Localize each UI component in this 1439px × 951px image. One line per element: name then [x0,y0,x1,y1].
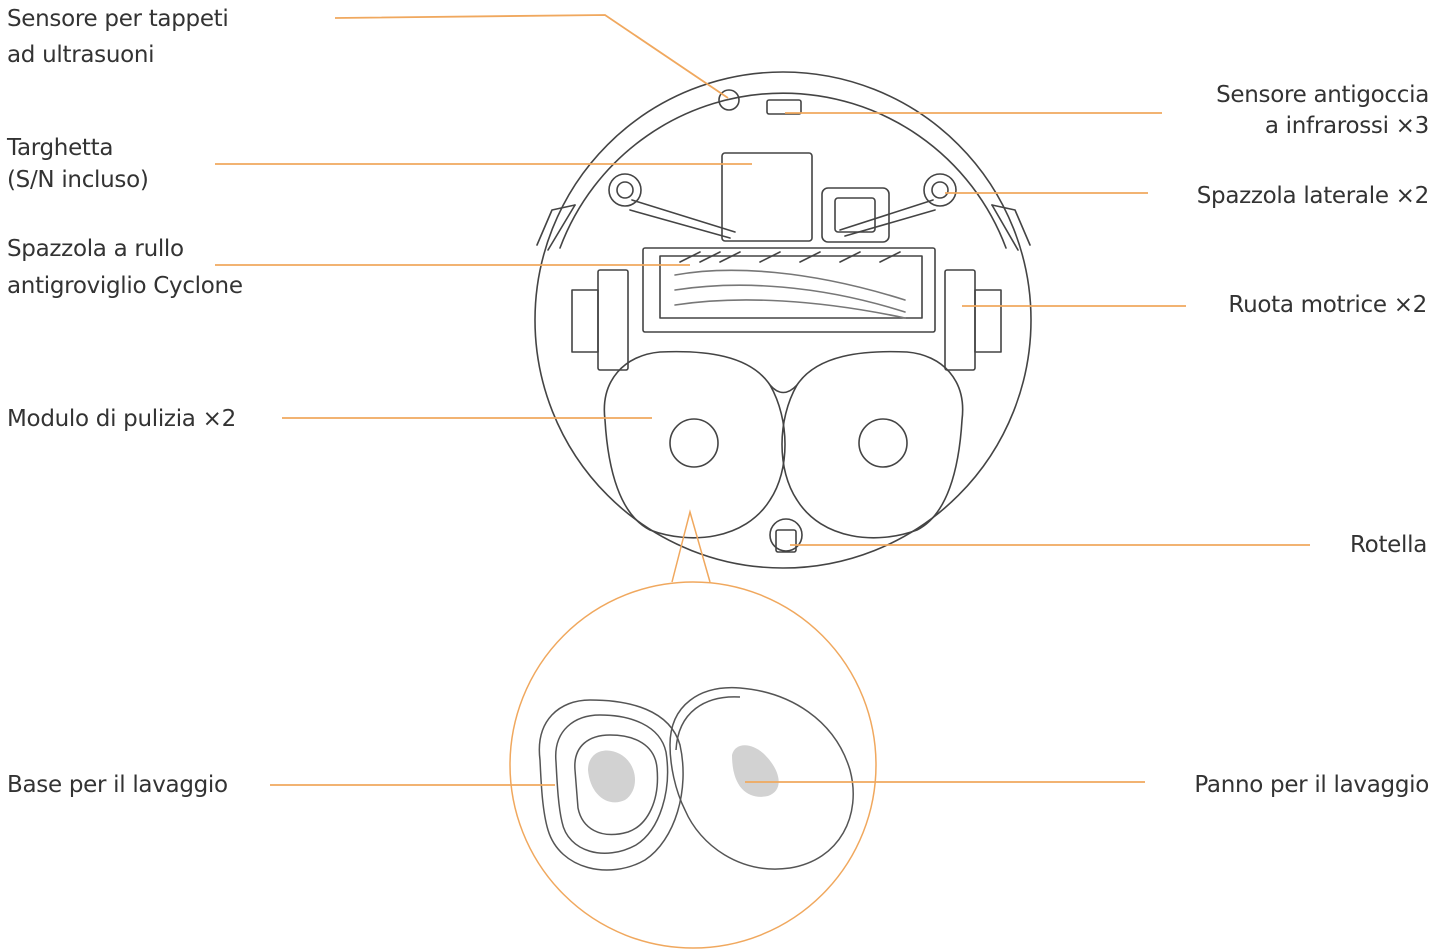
nameplate [721,152,813,242]
drive-wheel-left [597,269,629,371]
washing-cloth [669,687,854,870]
drive-wheel-right [944,269,976,371]
label-cliff-sensor: Sensore antigoccia a infrarossi ×3 [1216,82,1429,139]
cloth-pad [732,745,779,797]
leader-carpet-sensor [334,14,729,99]
washing-base [538,699,684,871]
label-washing-base: Base per il lavaggio [7,772,228,798]
carpet-sensor [718,89,740,111]
side-brush-left [608,173,642,207]
label-washing-cloth: Panno per il lavaggio [1194,772,1429,798]
center-module [821,187,890,243]
label-carpet-sensor: Sensore per tappeti ad ultrasuoni [7,6,229,68]
base-pad [588,750,636,803]
label-drive-wheel: Ruota motrice ×2 [1228,292,1427,318]
label-caster: Rotella [1350,532,1427,558]
caster-wheel [769,518,803,552]
label-nameplate: Targhetta (S/N incluso) [7,135,149,193]
cleaning-module-left [603,350,786,539]
label-side-brush: Spazzola laterale ×2 [1196,183,1430,209]
label-roller-brush: Spazzola a rullo antigroviglio Cyclone [7,236,243,299]
zoom-circle [509,581,877,949]
cleaning-module-right [781,350,964,539]
robot-body [534,71,1032,569]
zoom-callout [671,509,711,583]
robot-bumper [559,92,1007,249]
roller-brush-housing [642,247,936,333]
label-cleaning-module: Modulo di pulizia ×2 [7,406,236,432]
cliff-sensor [766,99,802,115]
side-brush-right [923,173,957,207]
